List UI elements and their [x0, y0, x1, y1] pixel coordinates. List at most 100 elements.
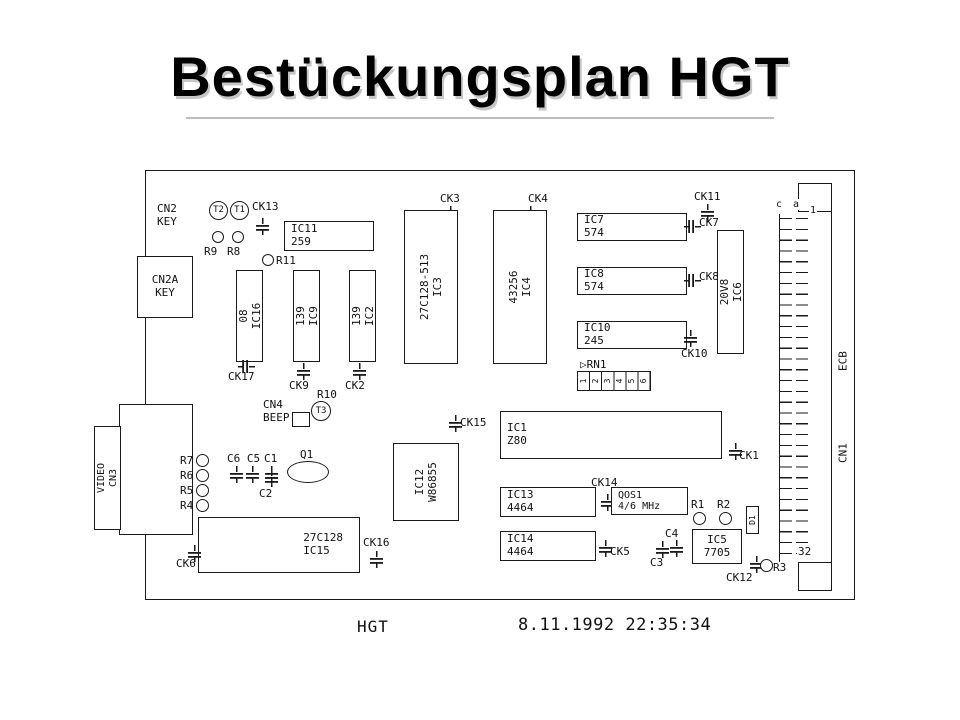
cn2-label: CN2 KEY	[157, 202, 177, 228]
ck11-cap	[701, 204, 714, 221]
ck7-label: CK7	[699, 216, 719, 230]
footer-timestamp: 8.11.1992 22:35:34	[518, 615, 712, 635]
ck6-cap	[188, 545, 201, 562]
ck10-label: CK10	[681, 347, 708, 361]
ck9-cap	[297, 363, 310, 380]
ck6-label-text: CK6	[176, 557, 196, 570]
t1-transistor: T1	[230, 201, 249, 220]
ic4-sram: 43256 IC4	[493, 210, 547, 364]
c3-label: C3	[650, 556, 664, 570]
c6-c5-label-text: C6 C5	[227, 452, 261, 465]
ic8-chip-text: IC8 574	[584, 267, 604, 293]
ck2-label: CK2	[345, 379, 365, 393]
t1-transistor-text: T1	[234, 205, 245, 216]
ck10-cap	[684, 330, 697, 347]
ck14-cap	[601, 494, 614, 511]
qos1-osc-text: QOS1 4/6 MHz	[618, 489, 661, 513]
c1-label: C1	[264, 452, 278, 466]
q1-crystal	[287, 461, 329, 483]
pin-row-a-label: a	[792, 199, 801, 210]
c4-label-text: C4	[665, 527, 679, 540]
ck17-label: CK17	[228, 370, 255, 384]
ic16-chip: 08 IC16	[236, 270, 263, 362]
ck5-label: CK5	[610, 545, 630, 559]
c3-label-text: C3	[650, 556, 664, 569]
ic13-dram-text: IC13 4464	[507, 488, 534, 514]
ic2-chip-text: 139 IC2	[349, 306, 376, 326]
r2-resistor	[719, 512, 732, 525]
ck14-label-text: CK14	[591, 476, 618, 489]
ck9-label: CK9	[289, 379, 309, 393]
rn1-network-pin: 6	[639, 378, 649, 384]
cn4-label: CN4 BEEP	[263, 398, 290, 424]
r10-label: R10	[317, 388, 337, 402]
ck2-cap	[353, 363, 366, 380]
ic15-eprom: 27C128 IC15	[198, 517, 360, 573]
cn2a-connector: CN2A KEY	[137, 256, 193, 318]
q1-label-text: Q1	[300, 448, 314, 461]
r8-resistor	[232, 231, 244, 243]
cn3-video-shell-text: VIDEO CN3	[95, 462, 119, 494]
ic9-chip-text: 139 IC9	[293, 306, 320, 326]
cn2a-connector-text: CN2A KEY	[151, 273, 179, 299]
ic12-chip: IC12 W86855	[393, 443, 459, 521]
rn1-label-text: ▷RN1	[580, 358, 607, 371]
ecb-pin-strip	[779, 214, 808, 562]
ic7-chip-text: IC7 574	[584, 213, 604, 239]
r5-label-text: R5	[180, 484, 194, 497]
ck6-label: CK6	[176, 557, 196, 571]
r1-label: R1	[691, 498, 704, 512]
r8-label: R8	[227, 245, 241, 259]
cn2-label-text: CN2 KEY	[157, 202, 177, 228]
c5-cap	[246, 466, 259, 483]
c4-cap	[670, 540, 683, 557]
ck15-label: CK15	[460, 416, 487, 430]
ic14-dram: IC14 4464	[500, 531, 596, 561]
ic13-dram: IC13 4464	[500, 487, 596, 517]
t2-transistor: T2	[209, 201, 228, 220]
c1-label-text: C1	[264, 452, 278, 465]
ic10-chip-text: IC10 245	[584, 321, 611, 347]
ck1-cap	[729, 443, 742, 460]
r11-resistor	[262, 254, 274, 266]
r6-resistor	[196, 469, 209, 482]
c6-cap	[230, 466, 243, 483]
ck1-label-text: CK1	[739, 449, 759, 462]
ck5-label-text: CK5	[610, 545, 630, 558]
r8-label-text: R8	[227, 245, 241, 258]
r3-label-text: R3	[773, 561, 787, 574]
ck8-label: CK8	[699, 270, 719, 284]
beep-box	[292, 412, 310, 427]
pin-1-label: 1	[809, 205, 818, 216]
title-underline	[186, 117, 774, 119]
ck1-label: CK1	[739, 449, 759, 463]
pin-row-c-label: c	[775, 199, 784, 210]
cn3-video-shell: VIDEO CN3	[94, 426, 121, 530]
ck13-label-text: CK13	[252, 200, 279, 213]
r7-label-text: R7	[180, 454, 194, 467]
ck15-label-text: CK15	[460, 416, 487, 429]
ck10-label-text: CK10	[681, 347, 708, 360]
ic6-gal: 20V8 IC6	[717, 230, 744, 354]
t2-transistor-text: T2	[213, 205, 224, 216]
c2-cap	[265, 470, 278, 487]
ck13-cap	[256, 218, 269, 235]
ck11-label: CK11	[694, 190, 721, 204]
ck12-cap	[750, 556, 763, 573]
r4-label: R4	[180, 499, 193, 513]
ck4-label: CK4	[528, 192, 548, 206]
d1-diode: D1	[746, 506, 759, 534]
r3-resistor	[760, 559, 773, 572]
footer-board-name: HGT	[357, 617, 389, 636]
qos1-osc: QOS1 4/6 MHz	[611, 487, 688, 515]
ck3-label-text: CK3	[440, 192, 460, 205]
ic15-eprom-text: 27C128 IC15	[303, 531, 343, 557]
c3-cap	[656, 541, 669, 558]
ck2-label-text: CK2	[345, 379, 365, 392]
ic9-chip: 139 IC9	[293, 270, 320, 362]
pin-32-label: 32	[797, 545, 813, 558]
ck13-label: CK13	[252, 200, 279, 214]
